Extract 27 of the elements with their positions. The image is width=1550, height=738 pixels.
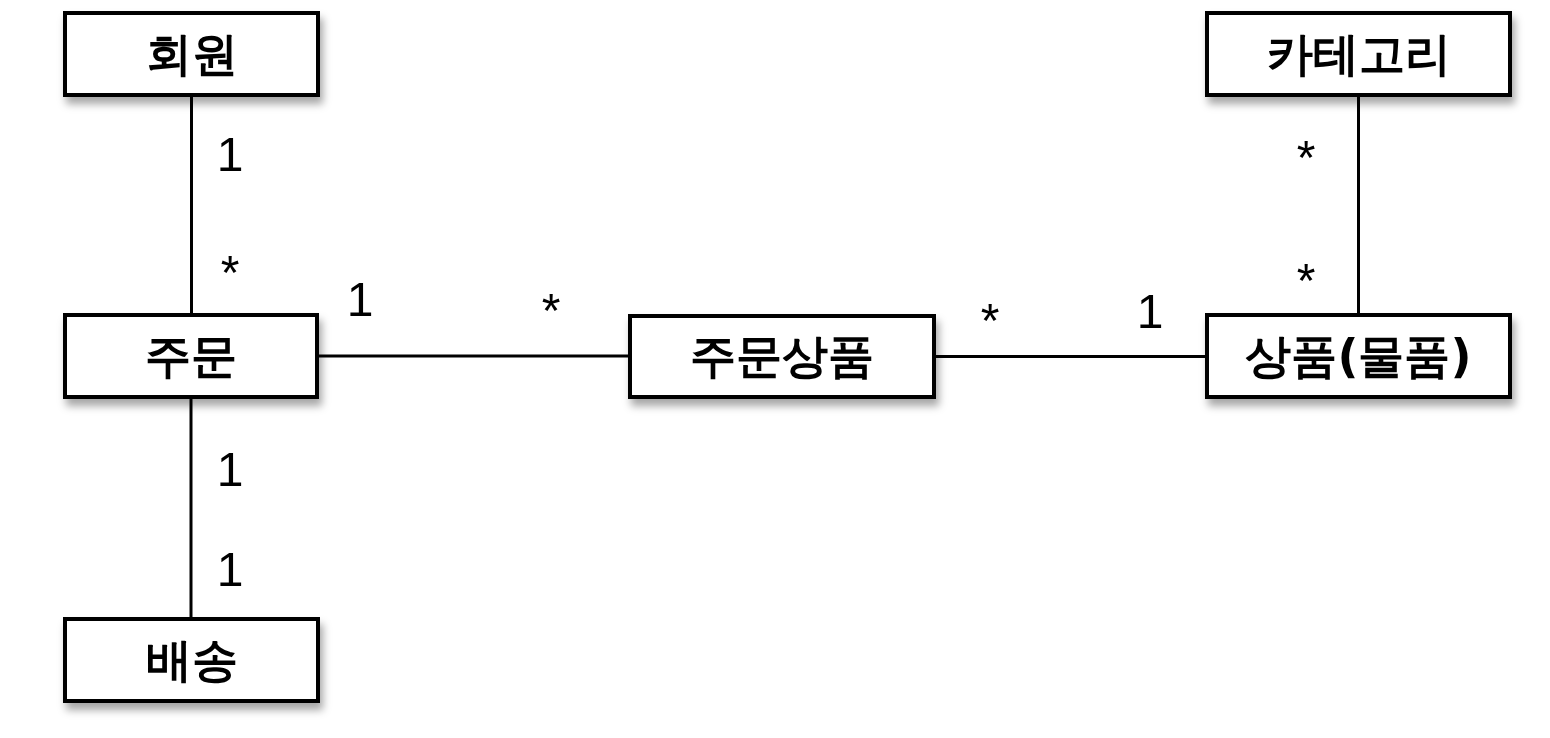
association-line: [319, 354, 628, 358]
association-line: [1357, 97, 1360, 313]
entity-box: [628, 314, 936, 399]
association-line: [189, 399, 193, 617]
multiplicity-label: 1: [216, 546, 244, 594]
entity-box: [1205, 11, 1512, 97]
multiplicity-label: *: [220, 249, 240, 297]
entity-name: 주문상품: [690, 331, 874, 382]
multiplicity-label: *: [980, 297, 1000, 345]
association-line: [936, 355, 1205, 358]
entity-name: 주문: [145, 330, 237, 382]
entity-name: 상품(물품): [1245, 330, 1472, 382]
association-line: [190, 97, 193, 313]
entity-name: 배송: [145, 634, 238, 686]
entity-name: 회원: [145, 28, 238, 80]
entity-box: [63, 313, 319, 399]
multiplicity-label: *: [1296, 257, 1316, 305]
multiplicity-label: 1: [216, 131, 244, 179]
multiplicity-label: *: [1296, 134, 1316, 182]
entity-box: [63, 617, 320, 703]
multiplicity-label: 1: [216, 446, 244, 494]
multiplicity-label: *: [541, 287, 561, 335]
multiplicity-label: 1: [346, 276, 374, 324]
entity-name: 카테고리: [1266, 28, 1451, 80]
entity-box: [1205, 313, 1512, 399]
entity-box: [63, 11, 320, 97]
multiplicity-label: 1: [1136, 288, 1164, 336]
